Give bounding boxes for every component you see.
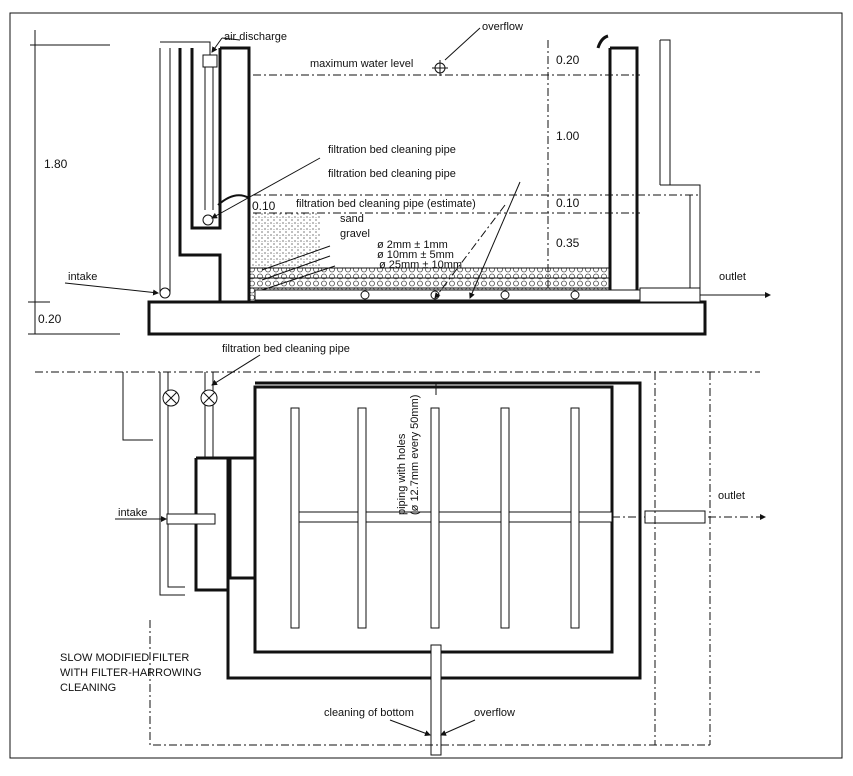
outlet-riser bbox=[659, 39, 701, 300]
gravel-size-2: ø 10mm ± 5mm bbox=[377, 249, 454, 261]
outlet-chamber-wall bbox=[610, 46, 639, 302]
intake-label: intake bbox=[68, 271, 97, 283]
overflow-weir bbox=[596, 34, 609, 49]
gravel-size-1: ø 2mm ± 1mm bbox=[377, 239, 448, 251]
bottom-drain-pipe bbox=[430, 644, 442, 756]
intake-pipe-plan bbox=[166, 513, 216, 525]
filter-left-wall bbox=[220, 46, 251, 302]
intake-pipe bbox=[159, 41, 211, 293]
sand-label: sand bbox=[340, 213, 364, 225]
plan-outlet-label: outlet bbox=[718, 490, 745, 502]
plan-view: filtration bed cleaning pipe intake outl… bbox=[60, 343, 766, 756]
air-discharge-valve bbox=[202, 54, 218, 68]
caption-line-1: SLOW MODIFIED FILTER bbox=[60, 652, 189, 664]
cleaning-of-bottom-label: cleaning of bottom bbox=[324, 707, 414, 719]
gravel-size-3: ø 25mm ± 10mm bbox=[379, 259, 462, 271]
intake-chamber-wall bbox=[178, 48, 222, 302]
lateral-pipe bbox=[290, 407, 300, 629]
lateral-pipes bbox=[290, 407, 580, 629]
lateral-pipe bbox=[500, 407, 510, 629]
lateral-pipe bbox=[357, 407, 367, 629]
dim-water-depth: 1.00 bbox=[556, 129, 580, 143]
underdrain-pipe bbox=[254, 289, 696, 301]
intake-chamber bbox=[194, 456, 255, 592]
dim-gap-left: 0.10 bbox=[252, 199, 276, 213]
outlet-label: outlet bbox=[719, 271, 746, 283]
base-slab bbox=[147, 300, 707, 336]
overflow-label: overflow bbox=[482, 21, 523, 33]
lateral-pipe bbox=[570, 407, 580, 629]
dim-bed: 0.35 bbox=[556, 236, 580, 250]
cleaning-pipe-label-1: filtration bed cleaning pipe bbox=[328, 144, 456, 156]
max-water-level-label: maximum water level bbox=[310, 58, 413, 70]
dim-freeboard: 0.20 bbox=[556, 53, 580, 67]
header-pipe bbox=[293, 511, 613, 523]
piping-holes-label-1: piping with holes bbox=[396, 433, 408, 515]
inner-riser-wall bbox=[190, 48, 222, 230]
cleaning-pipe-label-2: filtration bed cleaning pipe bbox=[328, 168, 456, 180]
outer-wall bbox=[226, 381, 642, 680]
air-discharge-label: air discharge bbox=[224, 31, 287, 43]
section-view: air discharge overflow maximum water lev… bbox=[28, 21, 771, 336]
dim-gap-right: 0.10 bbox=[556, 196, 580, 210]
lateral-pipe bbox=[430, 407, 440, 629]
sand-layer bbox=[250, 213, 320, 268]
dim-base: 0.20 bbox=[38, 312, 62, 326]
gravel-label: gravel bbox=[340, 228, 370, 240]
caption-line-2: WITH FILTER-HARROWING bbox=[60, 667, 202, 679]
caption-line-3: CLEANING bbox=[60, 682, 116, 694]
cleaning-pipe-estimate-label: filtration bed cleaning pipe (estimate) bbox=[296, 198, 476, 210]
plan-overflow-label: overflow bbox=[474, 707, 515, 719]
plan-intake-label: intake bbox=[118, 507, 147, 519]
piping-holes-label-2: (ø 12.7mm every 50mm) bbox=[409, 395, 421, 515]
plan-cleaning-pipe-label: filtration bed cleaning pipe bbox=[222, 343, 350, 355]
dim-total-height: 1.80 bbox=[44, 157, 68, 171]
page-frame bbox=[9, 12, 843, 759]
